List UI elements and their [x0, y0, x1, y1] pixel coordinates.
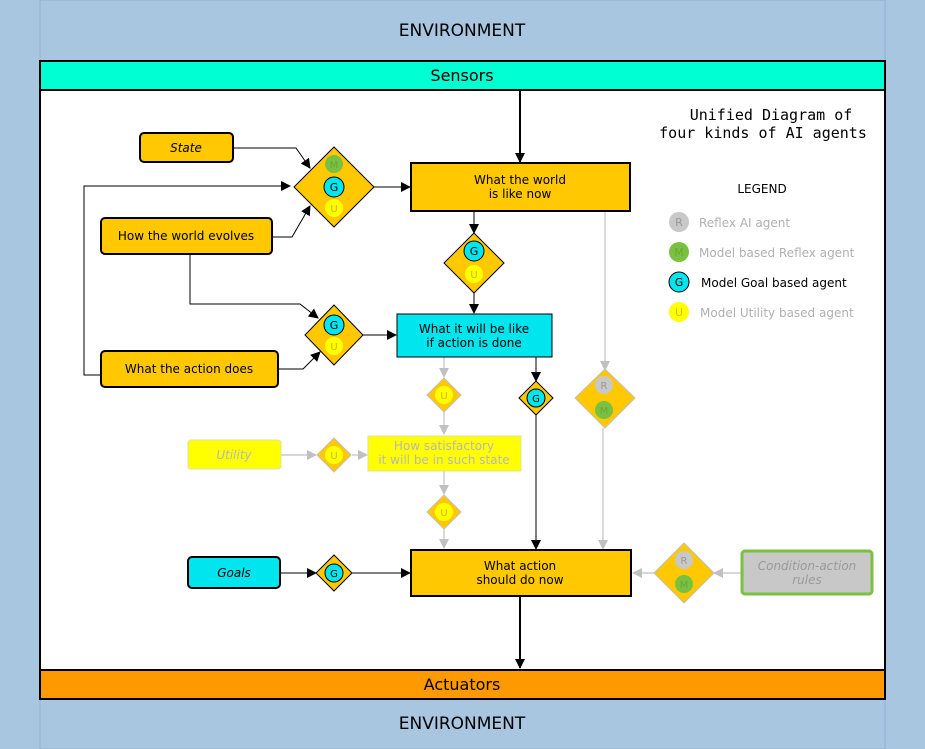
svg-text:rules: rules [792, 573, 822, 587]
diagram-title-line2: four kinds of AI agents [659, 124, 867, 142]
legend-label-utility: Model Utility based agent [700, 306, 854, 320]
svg-text:R: R [675, 216, 683, 229]
actuators-label: Actuators [424, 675, 501, 694]
utility-badge-icon [325, 199, 343, 217]
svg-text:M: M [680, 580, 689, 591]
legend-item-utility: U Model Utility based agent [669, 302, 854, 322]
svg-text:What the action does: What the action does [125, 362, 253, 376]
goal-badge-icon [323, 176, 345, 198]
svg-text:Goals: Goals [217, 566, 251, 580]
svg-text:What action: What action [484, 559, 556, 573]
decision-diamond-predict: G U [443, 232, 505, 294]
decision-diamond-goal: G [518, 380, 554, 416]
svg-text:U: U [330, 342, 337, 353]
decision-diamond-model: G U [304, 304, 364, 366]
node-will-be-like: What it will be like if action is done [396, 313, 553, 358]
legend-item-goal: G Model Goal based agent [668, 271, 847, 293]
legend-item-reflex: R Reflex AI agent [669, 212, 790, 232]
node-world-now: What the world is like now [410, 162, 631, 212]
svg-text:G: G [330, 181, 339, 194]
legend-heading: LEGEND [737, 182, 786, 196]
svg-text:G: G [330, 569, 338, 580]
svg-text:Utility: Utility [216, 448, 252, 462]
svg-text:State: State [170, 141, 202, 155]
decision-diamond-utility-1: U [426, 377, 462, 413]
model-badge-icon [325, 155, 343, 173]
svg-text:U: U [330, 451, 337, 462]
svg-text:R: R [681, 556, 688, 567]
reflex-badge-icon [675, 551, 693, 569]
decision-diamond-utility-3: U [426, 494, 462, 530]
utility-badge-icon [325, 446, 343, 464]
goal-badge-icon [323, 314, 345, 336]
svg-text:What the world: What the world [474, 173, 566, 187]
svg-text:M: M [674, 246, 684, 259]
goal-badge-icon [463, 240, 485, 262]
svg-text:U: U [675, 306, 683, 319]
goal-badge-icon [526, 388, 546, 408]
svg-text:G: G [330, 319, 339, 332]
node-action-does: What the action does [100, 350, 279, 388]
legend-label-goal: Model Goal based agent [701, 276, 847, 290]
svg-text:What it will be like: What it will be like [419, 322, 529, 336]
decision-diamond-goals: G [315, 554, 353, 592]
legend-item-model-reflex: M Model based Reflex agent [669, 242, 855, 262]
svg-text:M: M [600, 406, 609, 417]
environment-bottom-label: ENVIRONMENT [399, 714, 526, 734]
svg-text:U: U [470, 270, 477, 281]
sensors-label: Sensors [430, 66, 493, 85]
utility-badge-icon [435, 503, 453, 521]
svg-text:How satisfactory: How satisfactory [394, 439, 494, 453]
reflex-badge-icon [669, 212, 689, 232]
svg-text:U: U [440, 391, 447, 402]
goal-badge-icon [668, 271, 690, 293]
environment-top-label: ENVIRONMENT [399, 21, 526, 41]
decision-diamond-world-now: M G U [293, 146, 375, 228]
utility-badge-icon [325, 337, 343, 355]
svg-text:should do now: should do now [476, 573, 563, 587]
sensors-bar [39, 60, 886, 91]
svg-text:How the world evolves: How the world evolves [118, 229, 254, 243]
node-action-now: What action should do now [410, 549, 632, 597]
svg-text:it will be in such state: it will be in such state [378, 453, 509, 467]
svg-text:G: G [532, 394, 540, 405]
actuators-bar [39, 669, 886, 700]
svg-text:R: R [601, 381, 608, 392]
decision-diamond-reflex-lower: R M [653, 542, 715, 604]
legend-label-model-reflex: Model based Reflex agent [699, 246, 855, 260]
decision-diamond-utility-2: U [316, 437, 352, 473]
svg-text:U: U [330, 204, 337, 215]
node-satisfactory: How satisfactory it will be in such stat… [367, 435, 522, 472]
diagram-title-line1: Unified Diagram of [690, 106, 853, 124]
node-utility: Utility [187, 439, 282, 470]
svg-text:U: U [440, 508, 447, 519]
node-state: State [139, 132, 234, 163]
connectors-active [83, 90, 541, 669]
legend-label-reflex: Reflex AI agent [699, 216, 790, 230]
reflex-badge-icon [595, 376, 613, 394]
utility-badge-icon [435, 386, 453, 404]
svg-text:G: G [675, 276, 684, 289]
goal-badge-icon [324, 563, 344, 583]
model-badge-icon [669, 242, 689, 262]
svg-text:is like now: is like now [489, 187, 552, 201]
model-badge-icon [595, 401, 613, 419]
node-world-evolves: How the world evolves [100, 217, 273, 255]
connectors-inactive [281, 211, 742, 578]
svg-text:if action is done: if action is done [426, 336, 521, 350]
node-goals: Goals [187, 556, 281, 589]
decision-diamond-reflex-upper: R M [574, 368, 636, 429]
node-condition-rules: Condition-action rules [740, 549, 874, 596]
svg-text:G: G [470, 245, 479, 258]
utility-badge-icon [669, 302, 689, 322]
svg-text:M: M [330, 160, 339, 171]
utility-badge-icon [465, 265, 483, 283]
svg-text:Condition-action: Condition-action [758, 559, 857, 573]
model-badge-icon [675, 575, 693, 593]
